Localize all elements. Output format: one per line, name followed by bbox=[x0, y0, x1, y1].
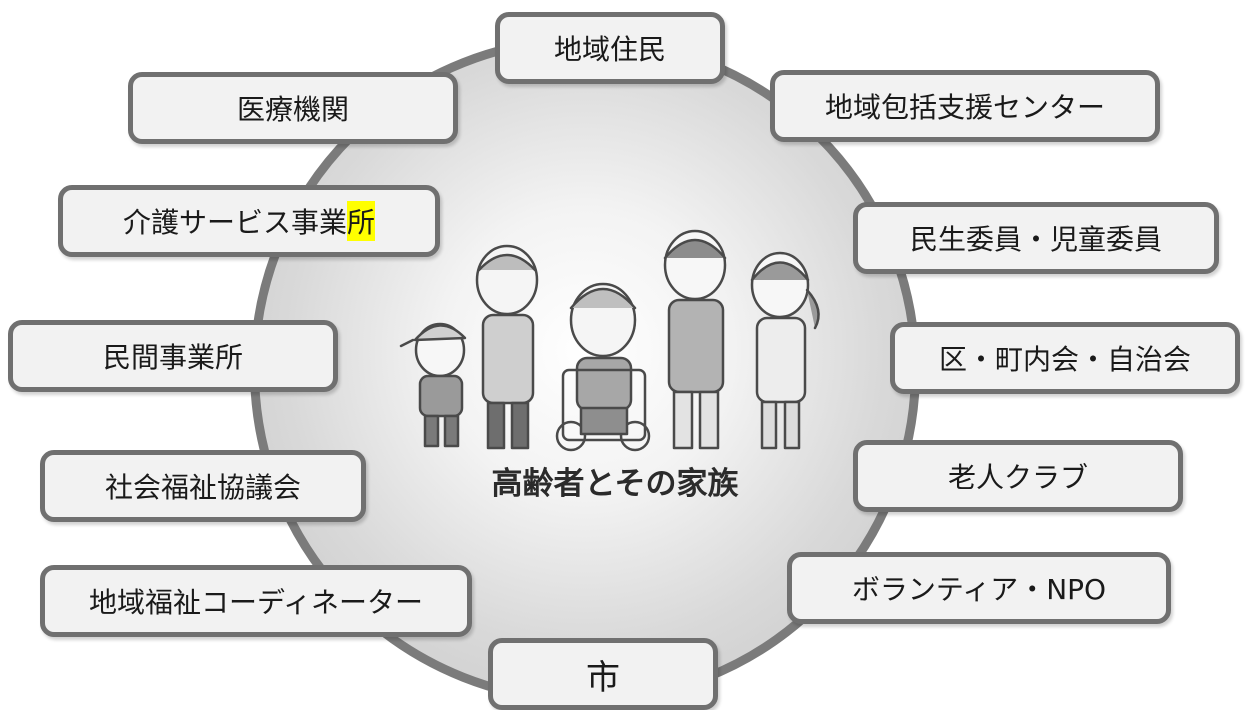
daughter-figure bbox=[750, 251, 820, 450]
family-illustration bbox=[399, 229, 820, 452]
node-label: 市 bbox=[586, 657, 620, 698]
node-minkan-jigyousho: 民間事業所 bbox=[8, 320, 338, 392]
node-label: 区・町内会・自治会 bbox=[938, 343, 1191, 376]
node-label: 民生委員・児童委員 bbox=[909, 223, 1162, 256]
node-label: 社会福祉協議会 bbox=[104, 471, 301, 504]
grandmother-wheelchair-figure bbox=[555, 282, 651, 452]
node-iryou-kikan: 医療機関 bbox=[128, 72, 458, 144]
node-label-highlight: 所 bbox=[347, 201, 376, 241]
grandfather-figure bbox=[475, 244, 539, 450]
center-label: 高齢者とその家族 bbox=[491, 465, 739, 502]
node-label: 医療機関 bbox=[236, 93, 349, 126]
node-label: 地域福祉コーディネーター bbox=[88, 586, 424, 619]
node-volunteer-npo: ボランティア・NPO bbox=[787, 552, 1171, 624]
node-kaigo-service: 介護サービス事業所 bbox=[58, 185, 440, 257]
child-figure bbox=[399, 322, 467, 448]
node-label: 民間事業所 bbox=[102, 341, 243, 374]
node-label-prefix: 介護サービス事業 bbox=[122, 206, 347, 239]
node-label: ボランティア・NPO bbox=[851, 573, 1107, 606]
node-shakyo: 社会福祉協議会 bbox=[40, 450, 366, 522]
node-chiiki-jumin: 地域住民 bbox=[495, 12, 725, 84]
node-coordinator: 地域福祉コーディネーター bbox=[40, 565, 472, 637]
node-label: 老人クラブ bbox=[947, 461, 1088, 494]
node-shi: 市 bbox=[488, 638, 718, 710]
node-houkatsu-center: 地域包括支援センター bbox=[770, 70, 1160, 142]
node-label: 地域住民 bbox=[553, 33, 666, 66]
son-figure bbox=[663, 229, 727, 450]
node-label: 地域包括支援センター bbox=[824, 91, 1105, 124]
node-roujin-club: 老人クラブ bbox=[853, 440, 1183, 512]
node-chounaikai: 区・町内会・自治会 bbox=[890, 322, 1240, 394]
node-minsei-iin: 民生委員・児童委員 bbox=[853, 202, 1219, 274]
